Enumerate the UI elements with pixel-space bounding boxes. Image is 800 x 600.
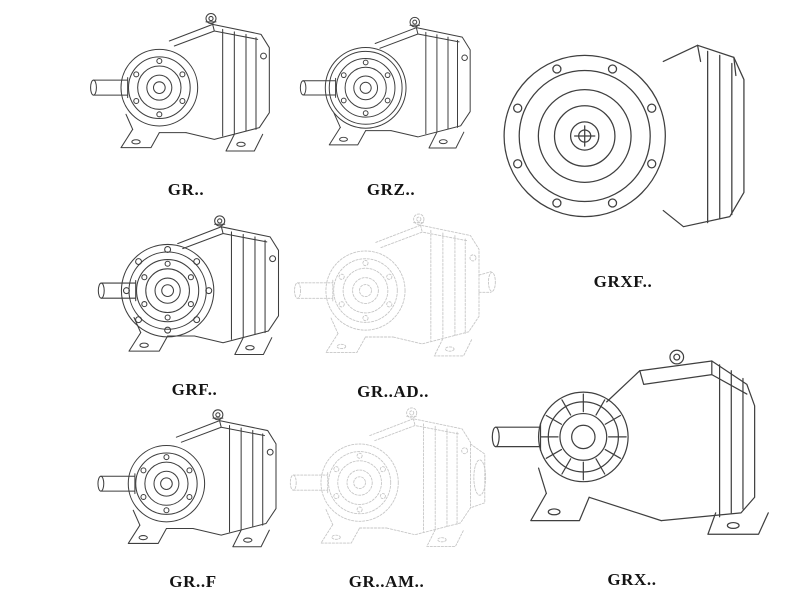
figure-gram: GR..AM.. [284, 402, 489, 594]
figure-grz: GRZ.. [296, 4, 486, 202]
figure-grxf: GRXF.. [492, 2, 754, 294]
figure-label-grxf: GRXF.. [593, 272, 653, 291]
figure-label-grx: GRX.. [607, 570, 657, 589]
figure-grad: GR..AD.. [288, 208, 498, 404]
figure-grf: GRF.. [92, 210, 297, 402]
gearbox-drawing-grxf [503, 44, 745, 228]
figure-gr: GR.. [86, 4, 286, 202]
gearbox-drawing-grad [288, 208, 498, 380]
gearbox-drawing-grff [97, 409, 277, 548]
figure-label-grff: GR..F [169, 572, 217, 591]
figure-label-gr: GR.. [167, 180, 205, 199]
figure-label-grad: GR..AD.. [357, 382, 429, 401]
gearbox-drawing-grf [92, 210, 297, 378]
figure-grx: GRX.. [486, 300, 778, 592]
figure-label-grz: GRZ.. [366, 180, 416, 199]
gearbox-drawing-grz [296, 4, 486, 178]
gearbox-drawing-grx [491, 349, 769, 535]
gearbox-drawing-gr [90, 12, 270, 152]
figure-grff: GR..F [88, 404, 298, 594]
figure-label-grf: GRF.. [171, 380, 218, 399]
figure-label-gram: GR..AM.. [348, 572, 425, 591]
gearbox-drawing-gram [284, 402, 489, 570]
